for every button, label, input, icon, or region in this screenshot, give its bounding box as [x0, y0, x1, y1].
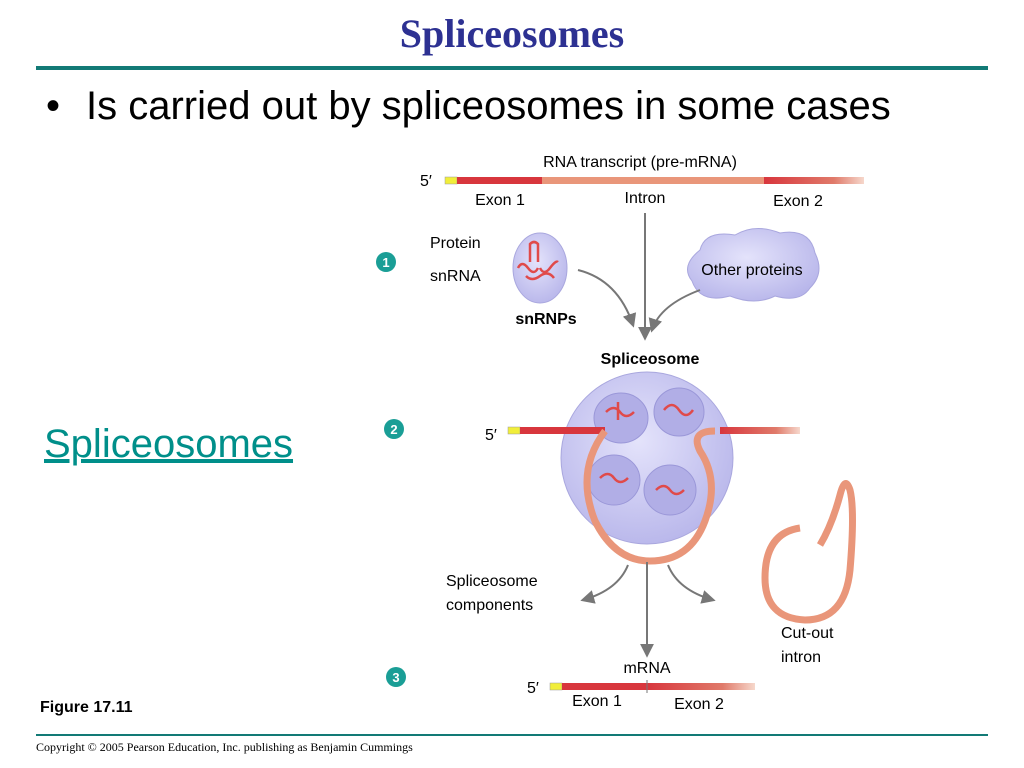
spliceosome-label: Spliceosome	[601, 351, 700, 368]
snrnp-subunit-3	[587, 454, 641, 506]
step-1-badge	[376, 252, 396, 272]
exon2-bar	[764, 177, 864, 184]
five-prime-label-3: 5′	[527, 680, 539, 697]
mrna-label: mRNA	[623, 660, 670, 677]
spliceosome-snrna-squiggles	[599, 402, 695, 496]
figure-label: Figure 17.11	[40, 699, 133, 716]
cut-out-label-2: intron	[781, 649, 821, 666]
intron-loop	[583, 427, 716, 565]
pre-mrna-label: RNA transcript (pre-mRNA)	[543, 154, 737, 171]
step-2-badge	[384, 419, 404, 439]
cap-2	[507, 426, 521, 435]
other-proteins-cloud	[687, 228, 820, 302]
arrow-snrnp	[577, 269, 637, 328]
mrna-exon1-bar	[562, 683, 647, 690]
cut-out-intron-loop	[761, 480, 856, 624]
intron-bar	[542, 177, 764, 184]
bullet-marker: •	[46, 84, 61, 128]
snrna-squiggle	[516, 240, 559, 281]
step-2-number: 2	[390, 422, 397, 437]
snrna-label: snRNA	[430, 268, 481, 285]
bullet-item: • Is carried out by spliceosomes in some …	[46, 84, 891, 129]
arrow-components	[580, 564, 629, 604]
footer-divider	[36, 734, 988, 736]
bullet-text: Is carried out by spliceosomes in some c…	[86, 84, 891, 128]
exon1-label: Exon 1	[475, 192, 525, 209]
components-label-2: components	[446, 597, 533, 614]
arrow-proteins	[648, 289, 701, 333]
exon1-bar-2	[520, 427, 605, 434]
components-label-1: Spliceosome	[446, 573, 538, 590]
protein-label: Protein	[430, 235, 481, 252]
title-divider	[36, 66, 988, 70]
arrow-intron	[667, 564, 716, 604]
cap-1	[444, 176, 458, 185]
mrna-exon2-bar	[647, 683, 755, 690]
step-3-badge	[386, 667, 406, 687]
intron-label: Intron	[625, 190, 666, 207]
mrna-exon2-label: Exon 2	[674, 696, 724, 713]
step-1-number: 1	[382, 255, 389, 270]
cut-out-label-1: Cut-out	[781, 625, 834, 642]
cap-3	[549, 682, 563, 691]
step-3-number: 3	[392, 670, 399, 685]
snrnps-label: snRNPs	[515, 311, 576, 328]
mrna-exon1-label: Exon 1	[572, 693, 622, 710]
exon1-bar	[457, 177, 542, 184]
five-prime-label-2: 5′	[485, 427, 497, 444]
exon2-bar-2	[720, 427, 800, 434]
snrnp-subunit-1	[593, 392, 649, 444]
five-prime-label-1: 5′	[420, 173, 432, 190]
exon2-label: Exon 2	[773, 193, 823, 210]
slide-title: Spliceosomes	[399, 11, 625, 56]
copyright-text: Copyright © 2005 Pearson Education, Inc.…	[36, 740, 413, 754]
other-proteins-label: Other proteins	[701, 262, 802, 279]
spliceosomes-link[interactable]: Spliceosomes	[44, 422, 294, 466]
